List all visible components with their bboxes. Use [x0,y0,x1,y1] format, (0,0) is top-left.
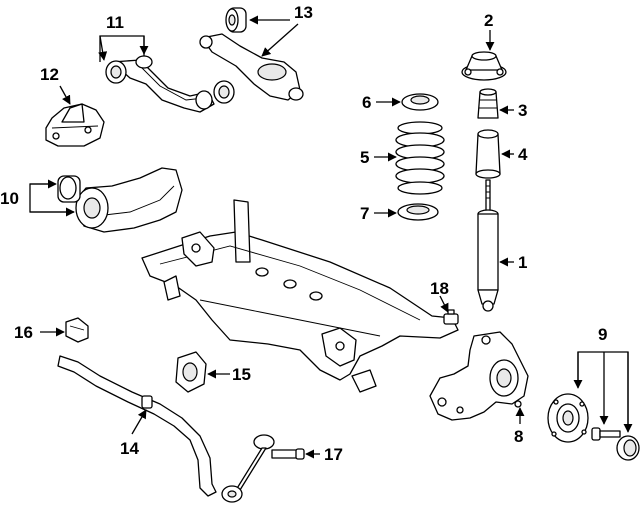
callout-14: 14 [120,439,139,458]
leader-18 [439,295,449,313]
callout-6: 6 [362,93,371,112]
callout-12: 12 [40,65,59,84]
hub-bolt-9 [591,427,621,441]
leader-12 [59,85,71,105]
shock-absorber-1 [477,179,499,312]
leader-11-a [98,35,108,61]
dust-boot-4 [475,129,501,179]
callout-8: 8 [514,427,523,446]
hub-assembly-9 [547,393,589,443]
stabilizer-link-17 [221,434,305,503]
trailing-arm-10 [57,167,183,233]
callout-1: 1 [518,253,527,272]
stabilizer-bracket-16 [65,317,89,343]
callout-13: 13 [294,3,313,22]
leader-lines [29,15,633,459]
dust-cap-9 [616,435,640,461]
callout-2: 2 [484,11,493,30]
callout-9: 9 [598,325,607,344]
callout-11: 11 [106,13,124,32]
callout-labels: 1 2 3 4 5 6 7 8 9 10 11 12 13 14 15 16 1… [0,3,607,464]
lower-control-arm-13 [199,7,304,101]
coil-spring-5 [395,121,445,195]
callout-17: 17 [324,445,343,464]
mount-bracket-12 [45,103,105,147]
top-mount-2 [461,51,507,81]
callout-5: 5 [360,148,369,167]
callout-7: 7 [360,204,369,223]
knuckle-8 [429,331,529,421]
callout-3: 3 [518,101,527,120]
rear-subframe [141,199,459,393]
callout-4: 4 [518,145,528,164]
spring-seat-upper-6 [401,93,439,111]
callout-10: 10 [0,189,19,208]
stabilizer-bushing-15 [175,351,207,393]
leader-13-b [261,23,299,57]
spring-seat-lower-7 [397,203,439,221]
callout-16: 16 [14,323,33,342]
callout-15: 15 [232,365,251,384]
stabilizer-bar-14 [57,355,217,497]
upper-control-arm-11 [105,55,235,113]
bolt-18 [443,309,459,325]
callout-18: 18 [430,279,449,298]
bump-stop-3 [477,88,499,119]
leader-14 [131,409,147,435]
